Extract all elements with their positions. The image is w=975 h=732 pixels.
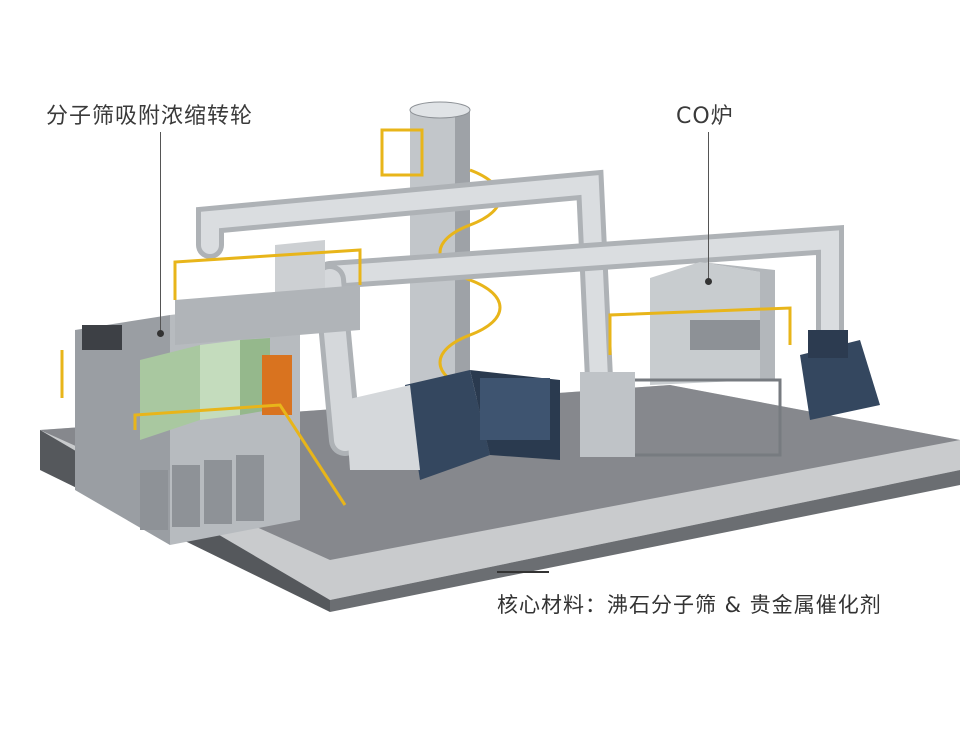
- core-material-dash: [497, 571, 549, 573]
- co-furnace-callout-line: [708, 132, 709, 280]
- co-furnace-callout-dot: [705, 278, 712, 285]
- rotor-callout-line: [160, 132, 161, 332]
- upper-module: [173, 240, 362, 345]
- core-material-text: 核心材料：沸石分子筛 & 贵金属催化剂: [497, 593, 882, 617]
- blower-fan: [345, 370, 560, 480]
- co-furnace: [580, 262, 792, 457]
- spiral-stair: [438, 168, 502, 392]
- railing: [60, 350, 347, 506]
- co-furnace-callout-label: CO炉: [676, 104, 734, 129]
- louver-panels: [140, 455, 264, 530]
- outlet-fan: [800, 330, 880, 420]
- rotor-callout-dot: [157, 330, 164, 337]
- rotor-filters: [140, 338, 270, 440]
- rotor-housing: [75, 300, 300, 545]
- rotor-callout-label: 分子筛吸附浓缩转轮: [46, 104, 254, 129]
